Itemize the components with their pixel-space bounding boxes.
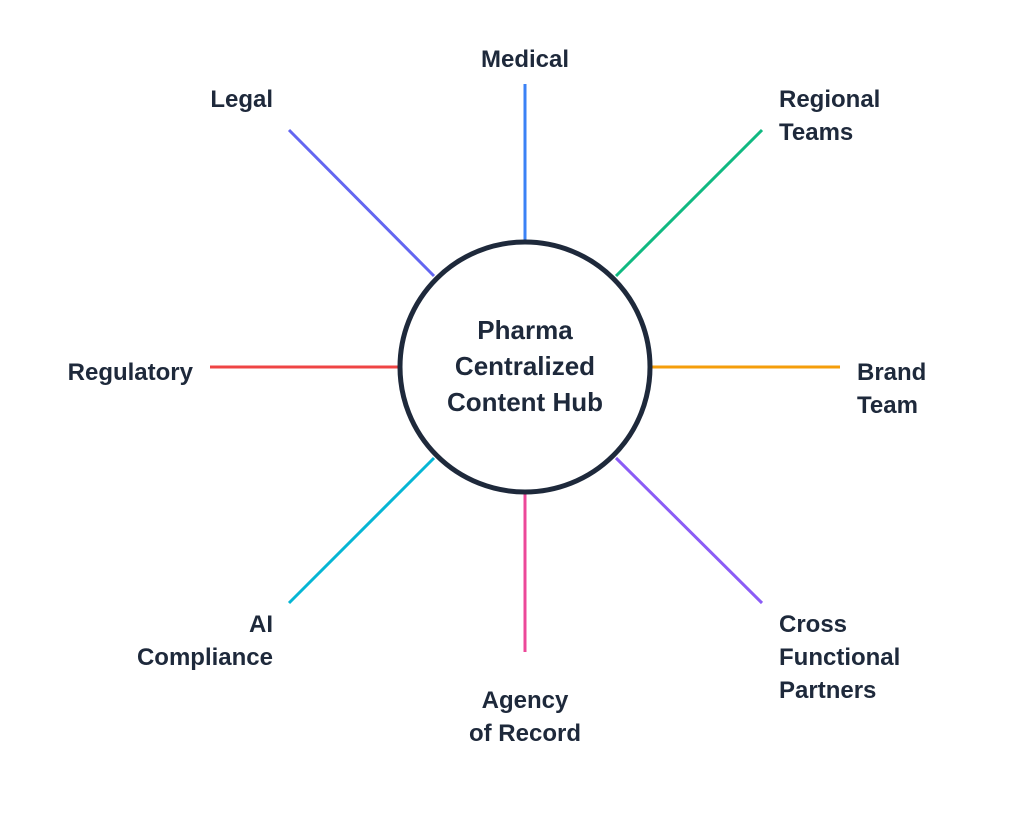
spoke-label-regulatory: Regulatory: [68, 359, 194, 386]
hub-title-line-1: Pharma: [477, 315, 573, 345]
spoke-label-line: Cross: [779, 611, 847, 638]
hub-circle: [397, 239, 653, 495]
spoke-label-line: of Record: [469, 720, 581, 747]
spoke-label-line: Teams: [779, 119, 853, 146]
spoke-label-line: Legal: [210, 86, 273, 113]
spoke-label-line: Team: [857, 392, 918, 419]
spoke-line-ai-compliance: [287, 456, 436, 605]
spoke-label-line: Functional: [779, 644, 900, 671]
spoke-label-line: Compliance: [137, 644, 273, 671]
spoke-label-line: Regional: [779, 86, 880, 113]
spoke-line-cross-functional-partners: [614, 456, 764, 605]
spoke-label-medical: Medical: [481, 46, 569, 73]
spoke-line-legal: [287, 128, 436, 278]
spokes-group: [210, 84, 840, 652]
spoke-label-agency-of-record: Agency of Record: [469, 687, 581, 747]
hub-node: Pharma Centralized Content Hub: [397, 239, 653, 495]
spoke-label-ai-compliance: AI Compliance: [137, 611, 273, 671]
spoke-line-regional-teams: [614, 128, 764, 278]
spoke-label-line: Partners: [779, 677, 876, 704]
hub-title-line-2: Centralized: [455, 351, 595, 381]
spoke-label-line: Regulatory: [68, 359, 194, 386]
spoke-label-line: AI: [249, 611, 273, 638]
spoke-label-legal: Legal: [210, 86, 273, 113]
spoke-label-line: Medical: [481, 46, 569, 73]
spoke-label-line: Agency: [482, 687, 569, 714]
hub-title-line-3: Content Hub: [447, 387, 603, 417]
spoke-label-line: Brand: [857, 359, 926, 386]
